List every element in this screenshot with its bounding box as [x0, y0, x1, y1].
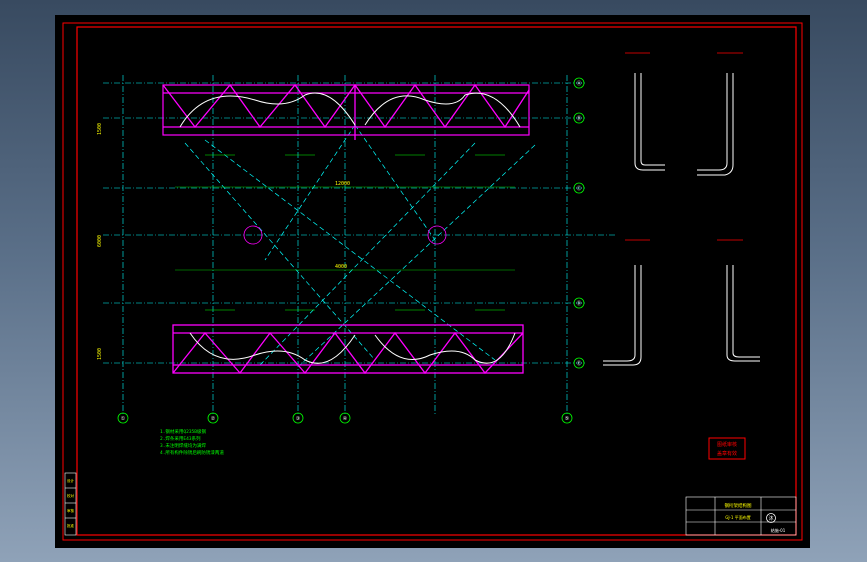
pipe-detail-3 [603, 265, 642, 366]
grid-column-bubbles: ① ② ③ ④ ⑤ [117, 412, 573, 424]
grid-column-bubble [292, 412, 304, 424]
grid-row-bubble [573, 182, 585, 194]
drawing-canvas[interactable]: 1500 6000 1500 12000 4000 ① ② ③ ④ ⑤ Ⓐ Ⓑ Ⓒ Ⓓ Ⓔ [55, 15, 810, 548]
grid-column-bubble [207, 412, 219, 424]
grid-row-bubble [573, 77, 585, 89]
dim-left-1: 1500 [97, 123, 103, 135]
grid-row-label: Ⓑ [576, 115, 581, 122]
pipe-detail-2 [697, 73, 734, 176]
note-line: 2.焊条采用E43系列 [160, 435, 201, 442]
diagonal-bracing [184, 124, 536, 366]
logo-icon [766, 513, 776, 523]
dim-left-3: 1500 [97, 348, 103, 360]
grid-row-bubble [573, 112, 585, 124]
grid-column-bubble [339, 412, 351, 424]
inner-border [76, 26, 797, 536]
dim-top-span: 12000 [335, 181, 350, 187]
stamp-line-2: 盖章有效 [717, 450, 737, 457]
cad-drawing[interactable]: 1500 6000 1500 12000 4000 ① ② ③ ④ ⑤ Ⓐ Ⓑ Ⓒ Ⓓ Ⓔ [55, 15, 810, 548]
general-notes: 1.钢材采用Q235B级钢 2.焊条采用E43系列 3.未注明焊缝均为满焊 4.… [160, 428, 224, 456]
truss-bottom [172, 324, 524, 375]
grid-column-label: ② [211, 416, 216, 422]
grid-column-label: ③ [296, 416, 300, 422]
node-circle-right [427, 225, 447, 245]
svg-text:批准: 批准 [67, 523, 74, 528]
truss-top [162, 83, 530, 140]
grid-row-bubble [573, 297, 585, 309]
axis-grid [103, 75, 615, 415]
node-circle-left [243, 225, 263, 245]
svg-text:校对: 校对 [67, 493, 74, 498]
title-block-subtitle: GJ-1 平面布置 [725, 514, 750, 520]
title-block-sheet: 结施-01 [771, 527, 786, 533]
grid-row-label: Ⓔ [576, 360, 581, 367]
svg-text:设计: 设计 [67, 478, 74, 483]
dim-mid-span: 4000 [335, 264, 347, 270]
note-line: 3.未注明焊缝均为满焊 [160, 442, 206, 449]
side-table-labels: 设计 校对 审核 批准 [67, 478, 74, 528]
side-table [64, 472, 77, 536]
annotation-marks [175, 154, 515, 311]
grid-row-bubbles: Ⓐ Ⓑ Ⓒ Ⓓ Ⓔ [573, 77, 585, 369]
grid-column-label: ④ [343, 416, 348, 422]
grid-row-label: Ⓒ [576, 185, 581, 192]
pipes-bottom [189, 332, 516, 364]
dim-left-2: 6000 [97, 235, 103, 247]
pipe-detail-1 [634, 73, 665, 171]
grid-column-bubble [117, 412, 129, 424]
note-line: 1.钢材采用Q235B级钢 [160, 428, 206, 435]
title-block-title: 钢桁架结构图 [725, 502, 752, 509]
pipe-detail-marks [625, 52, 743, 241]
logo-mark: 沐 [768, 515, 773, 522]
note-line: 4.所有构件除锈后刷防锈漆两道 [160, 449, 224, 456]
grid-row-label: Ⓓ [576, 300, 581, 307]
grid-column-label: ⑤ [565, 416, 569, 422]
pipes-top [179, 92, 521, 128]
title-block [685, 496, 797, 536]
grid-row-label: Ⓐ [576, 80, 581, 87]
pipe-detail-4 [726, 265, 760, 362]
svg-text:审核: 审核 [67, 508, 74, 513]
grid-column-bubble [561, 412, 573, 424]
grid-row-bubble [573, 357, 585, 369]
stamp-line-1: 图纸审核 [717, 441, 737, 448]
outer-border [62, 22, 803, 541]
approval-stamp [708, 437, 746, 460]
grid-column-label: ① [121, 416, 126, 422]
